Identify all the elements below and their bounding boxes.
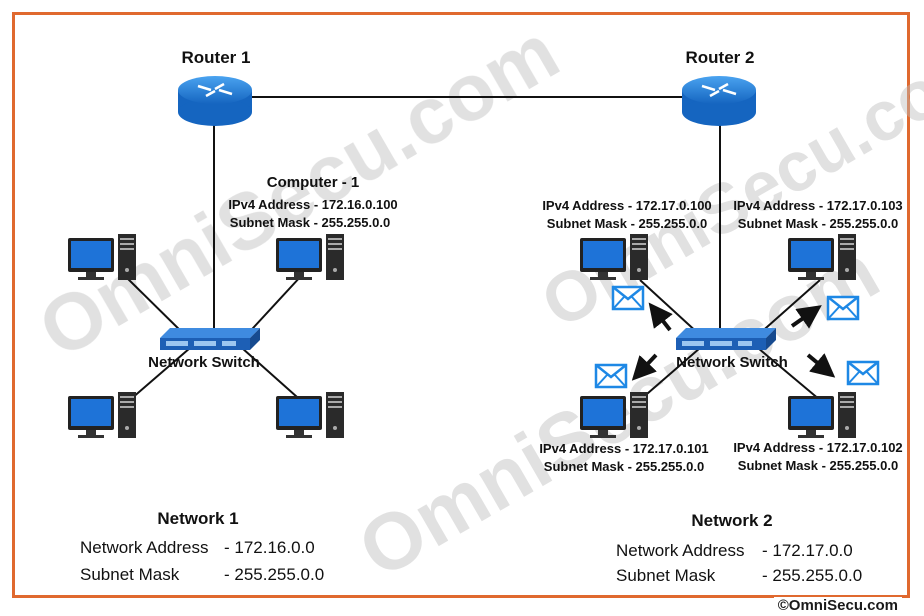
network-1-address-value: - 172.16.0.0 <box>224 538 315 557</box>
network-2-address-label: Network Address <box>616 541 745 560</box>
host-ip: IPv4 Address - 172.17.0.100 <box>542 198 711 213</box>
host-ip: IPv4 Address - 172.17.0.103 <box>733 198 902 213</box>
network-2-title: Network 2 <box>691 511 772 530</box>
network-1-address-label: Network Address <box>80 538 209 557</box>
computer-1-mask: Subnet Mask - 255.255.0.0 <box>230 215 390 230</box>
network-1-title: Network 1 <box>157 509 238 528</box>
pc-icon <box>68 392 136 438</box>
pc-icon <box>276 234 344 280</box>
copyright-text: ©OmniSecu.com <box>773 597 902 614</box>
envelope-icon <box>826 295 860 321</box>
envelope-icon <box>846 360 880 386</box>
diagram-frame <box>12 12 910 598</box>
host-mask: Subnet Mask - 255.255.0.0 <box>544 459 704 474</box>
network-2-mask-value: - 255.255.0.0 <box>762 566 862 585</box>
network-1-mask-label: Subnet Mask <box>80 565 180 584</box>
link <box>241 347 307 406</box>
network-links <box>123 96 821 406</box>
link <box>757 279 821 336</box>
host-ip: IPv4 Address - 172.17.0.101 <box>539 441 708 456</box>
host-mask: Subnet Mask - 255.255.0.0 <box>738 458 898 473</box>
switch-1-icon <box>160 328 260 350</box>
router-2 <box>682 76 756 126</box>
broadcast-arrows <box>631 302 836 381</box>
pc-icon <box>788 392 856 438</box>
network-1-mask-value: - 255.255.0.0 <box>224 565 324 584</box>
router-1-label: Router 1 <box>182 48 251 67</box>
switch-2-icon <box>676 328 776 350</box>
router-2-label: Router 2 <box>686 48 755 67</box>
network-2-address-value: - 172.17.0.0 <box>762 541 853 560</box>
router-1 <box>178 76 252 126</box>
host-ip: IPv4 Address - 172.17.0.102 <box>733 440 902 455</box>
envelope-icon <box>594 363 628 389</box>
pc-icon <box>276 392 344 438</box>
switch-2-label: Network Switch <box>676 354 788 371</box>
envelope-icon <box>611 285 645 311</box>
computer-1-title: Computer - 1 <box>267 174 360 191</box>
link <box>757 347 821 401</box>
link <box>639 347 701 401</box>
watermark: OmniSecu.com OmniSecu.com OmniSecu.com <box>24 6 924 594</box>
host-mask: Subnet Mask - 255.255.0.0 <box>738 216 898 231</box>
network-2-mask-label: Subnet Mask <box>616 566 716 585</box>
switch-1-label: Network Switch <box>148 354 260 371</box>
host-mask: Subnet Mask - 255.255.0.0 <box>547 216 707 231</box>
computer-1-ip: IPv4 Address - 172.16.0.100 <box>228 197 397 212</box>
